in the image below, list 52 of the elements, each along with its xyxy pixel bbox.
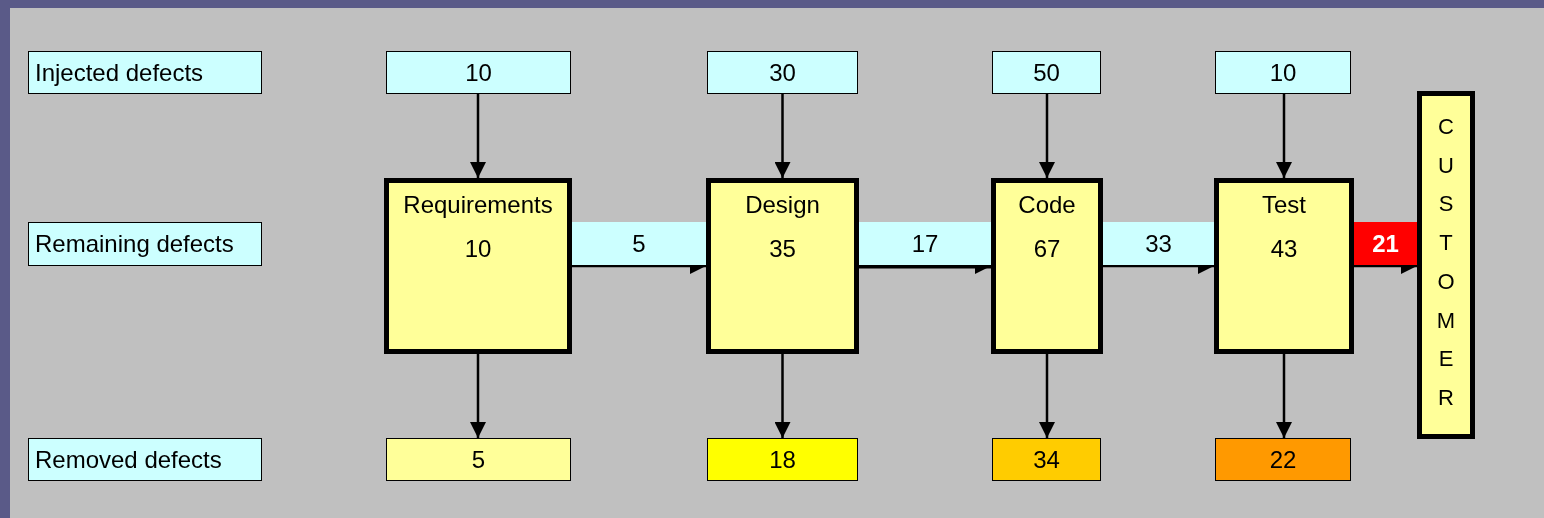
remaining-defects-band (859, 222, 991, 265)
injected-defects-box (992, 51, 1101, 94)
row-label-box (28, 222, 262, 266)
escaped-defects-band (1354, 222, 1417, 265)
phase-name: Code (1017, 191, 1077, 219)
injected-defects-box (707, 51, 858, 94)
defect-count: 67 (1032, 235, 1062, 263)
removed-defects-box (992, 438, 1101, 481)
arrow (1276, 354, 1292, 438)
defect-count: 5 (471, 445, 486, 474)
arrow (470, 94, 486, 178)
removed-defects-box (1215, 438, 1351, 481)
arrow (470, 354, 486, 438)
arrow (774, 94, 791, 178)
phase-box (991, 178, 1103, 354)
defect-count: 22 (1269, 445, 1297, 474)
defect-count: 43 (1269, 235, 1299, 263)
defect-count: 10 (1269, 58, 1297, 87)
row-label-box (28, 51, 262, 94)
defect-count: 35 (768, 235, 797, 263)
defect-count: 50 (1033, 58, 1060, 87)
phase-name: Test (1261, 191, 1307, 219)
customer-box (1417, 91, 1475, 439)
arrow (1276, 94, 1292, 178)
customer-label: CUSTOMER (1435, 113, 1457, 413)
phase-box (1214, 178, 1354, 354)
row-label: Removed defects (35, 445, 222, 474)
defect-count: 18 (769, 445, 796, 474)
row-label-box (28, 438, 262, 481)
defect-count: 10 (465, 58, 492, 87)
row-label: Remaining defects (35, 230, 234, 258)
row-label: Injected defects (35, 58, 204, 87)
remaining-defects-band (572, 222, 706, 265)
arrow (774, 354, 791, 438)
arrow (1039, 94, 1055, 178)
removed-defects-box (386, 438, 571, 481)
phase-box (384, 178, 572, 354)
defect-count: 10 (463, 235, 493, 263)
defect-count: 30 (769, 58, 796, 87)
removed-defects-box (707, 438, 858, 481)
remaining-defects-band (1103, 222, 1214, 265)
defect-count: 21 (1372, 229, 1399, 258)
phase-name: Requirements (402, 191, 554, 219)
defect-count: 33 (1145, 229, 1172, 258)
injected-defects-box (1215, 51, 1351, 94)
defect-count: 34 (1033, 445, 1060, 474)
phase-box (706, 178, 859, 354)
defect-count: 17 (911, 229, 939, 258)
arrow (1039, 354, 1055, 438)
phase-name: Design (744, 191, 821, 219)
injected-defects-box (386, 51, 571, 94)
defect-count: 5 (632, 229, 646, 258)
